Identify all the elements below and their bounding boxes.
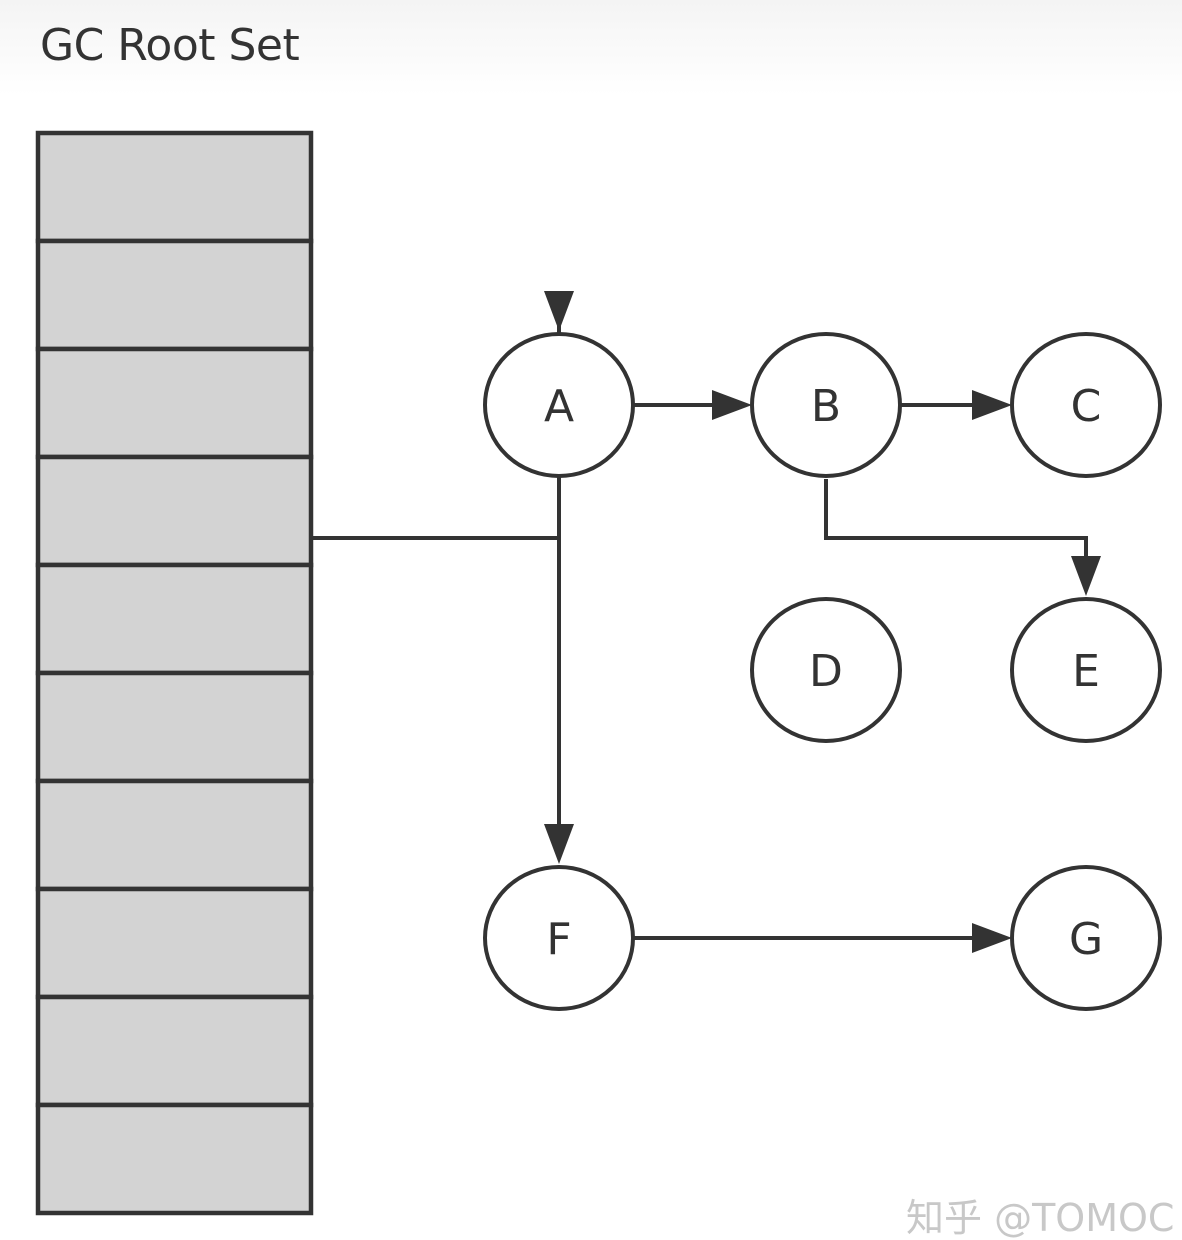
reference-edges <box>309 291 1101 1125</box>
diagram-title: GC Root Set <box>40 20 300 71</box>
node-circle-a <box>483 331 635 479</box>
root-slot-6 <box>35 778 314 892</box>
node-e: E <box>1010 596 1162 744</box>
edge-f-to-g-arrowhead <box>972 923 1012 953</box>
edge-root-slot-8-to-f <box>309 536 561 1125</box>
node-label-g: G <box>1069 914 1103 965</box>
node-b: B <box>750 331 902 479</box>
root-slot-4 <box>35 562 314 676</box>
node-circle-e <box>1010 596 1162 744</box>
node-label-d: D <box>809 646 843 697</box>
node-c: C <box>1010 331 1162 479</box>
node-circle-g <box>1010 864 1162 1012</box>
node-label-e: E <box>1072 646 1100 697</box>
root-slot-3 <box>35 454 314 568</box>
root-slot-7 <box>35 886 314 1000</box>
node-g: G <box>1010 864 1162 1012</box>
root-slot-2 <box>35 346 314 460</box>
object-nodes: A B C D E F G <box>483 331 1162 1012</box>
node-label-b: B <box>811 381 841 432</box>
edge-b-to-e-arrowhead <box>1071 556 1101 596</box>
edge-b-to-c-arrowhead <box>972 390 1012 420</box>
node-label-c: C <box>1071 381 1102 432</box>
edge-b-to-e <box>824 479 1088 566</box>
node-f: F <box>483 864 635 1012</box>
node-circle-d <box>750 596 902 744</box>
watermark-text: 知乎 @TOMOC <box>906 1196 1175 1240</box>
node-circle-f <box>483 864 635 1012</box>
root-slot-1 <box>35 238 314 352</box>
root-slot-9 <box>35 1102 314 1216</box>
root-slot-8 <box>35 994 314 1108</box>
root-slot-0 <box>35 130 314 244</box>
root-slot-5 <box>35 670 314 784</box>
edge-root-slot-3-to-a-arrowhead <box>544 291 574 331</box>
node-label-f: F <box>546 914 571 965</box>
node-d: D <box>750 596 902 744</box>
header-shade <box>0 0 1182 95</box>
node-circle-b <box>750 331 902 479</box>
node-a: A <box>483 331 635 479</box>
edge-root-slot-8-to-f-arrowhead <box>544 824 574 864</box>
node-circle-c <box>1010 331 1162 479</box>
gc-root-set <box>35 130 314 1216</box>
node-label-a: A <box>544 381 574 432</box>
edge-a-to-b-arrowhead <box>712 390 752 420</box>
